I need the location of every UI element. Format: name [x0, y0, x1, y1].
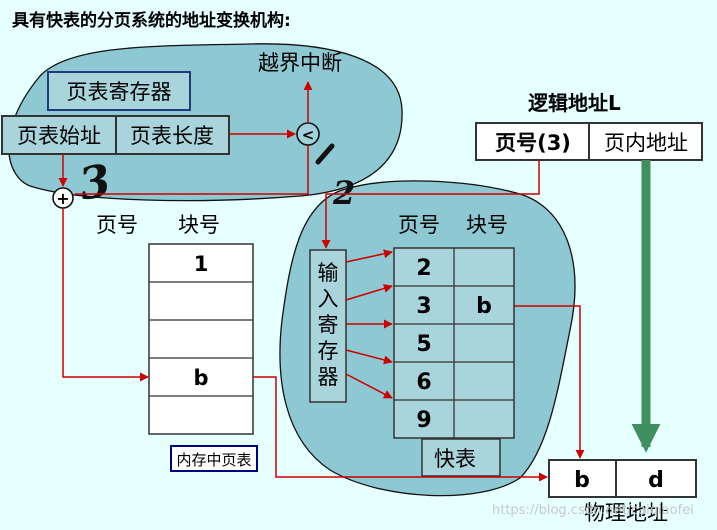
input-register-char-1: 输: [318, 261, 339, 285]
page-table-length-label: 页表长度: [130, 124, 214, 148]
input-register-box: [309, 249, 347, 403]
page-table-header-block: 块号: [178, 213, 220, 237]
input-to-tlb-arrow-4: [345, 349, 393, 365]
physical-offset-field: [615, 459, 697, 498]
input-register-label: 输 入 寄 存 器: [318, 261, 339, 389]
tlb-row-5-page: 9: [416, 408, 431, 433]
compare-symbol: <: [302, 126, 315, 144]
page-table-caption: 内存中页表: [176, 451, 251, 469]
tlb-row-4-page: 6: [416, 370, 431, 395]
page-to-input-register-arrow: [321, 160, 540, 249]
step-stroke: [315, 143, 335, 165]
logical-page-field-text: 页号(3): [495, 131, 571, 155]
adder-to-page-table-arrow: [62, 208, 149, 382]
physical-address-label: 物理地址: [584, 501, 668, 525]
memory-page-table: [148, 243, 254, 435]
logical-offset-field: [588, 122, 703, 161]
physical-block-text: b: [574, 468, 590, 493]
logical-address-label: 逻辑地址L: [528, 91, 621, 115]
logical-page-field: [475, 122, 590, 161]
page-table-row-1: 1: [194, 252, 209, 276]
tlb-row-1-page: 2: [416, 256, 431, 281]
page-table-to-physical-arrow: [253, 376, 548, 482]
diagram-title: 具有快表的分页系统的地址变换机构:: [11, 10, 291, 31]
tlb-to-physical-arrow: [514, 305, 585, 459]
tlb-row-3-page: 5: [416, 332, 431, 357]
input-register-char-3: 寄: [318, 313, 339, 337]
tlb-header-block: 块号: [466, 213, 508, 237]
tlb-caption: 快表: [434, 447, 476, 471]
page-table-register-title-box: [47, 71, 191, 111]
tlb-header-page: 页号: [398, 213, 440, 237]
page-table-row-4: b: [193, 366, 208, 390]
page-table-length-field: [115, 115, 230, 155]
watermark: https://blog.csdn.net/caiqiaofei: [492, 503, 694, 518]
adder-symbol: +: [56, 189, 69, 208]
page-table-start-label: 页表始址: [17, 124, 101, 148]
interrupt-label: 越界中断: [258, 51, 342, 75]
input-to-tlb-arrow-1: [345, 249, 393, 263]
tlb-table: [393, 247, 515, 439]
tlb-row-2-page: 3: [416, 294, 431, 319]
input-to-tlb-arrow-2: [345, 284, 393, 301]
tlb-row-2-block: b: [476, 294, 492, 319]
logical-offset-field-text: 页内地址: [604, 131, 688, 155]
page-table-header-page: 页号: [96, 213, 138, 237]
page-table-start-field: [1, 115, 117, 155]
connector-lines: [58, 81, 585, 482]
page-table-register-title: 页表寄存器: [67, 80, 172, 104]
step-mark-2: 2: [332, 174, 355, 212]
tlb-caption-box: [421, 438, 501, 477]
input-register-char-4: 存: [318, 339, 339, 363]
page-table-caption-box: [170, 445, 258, 472]
input-register-char-5: 器: [318, 365, 339, 389]
input-to-tlb-arrow-5: [345, 373, 393, 399]
physical-offset-text: d: [648, 468, 664, 493]
page-to-adder-line: [75, 145, 309, 195]
input-register-char-2: 入: [318, 287, 339, 311]
